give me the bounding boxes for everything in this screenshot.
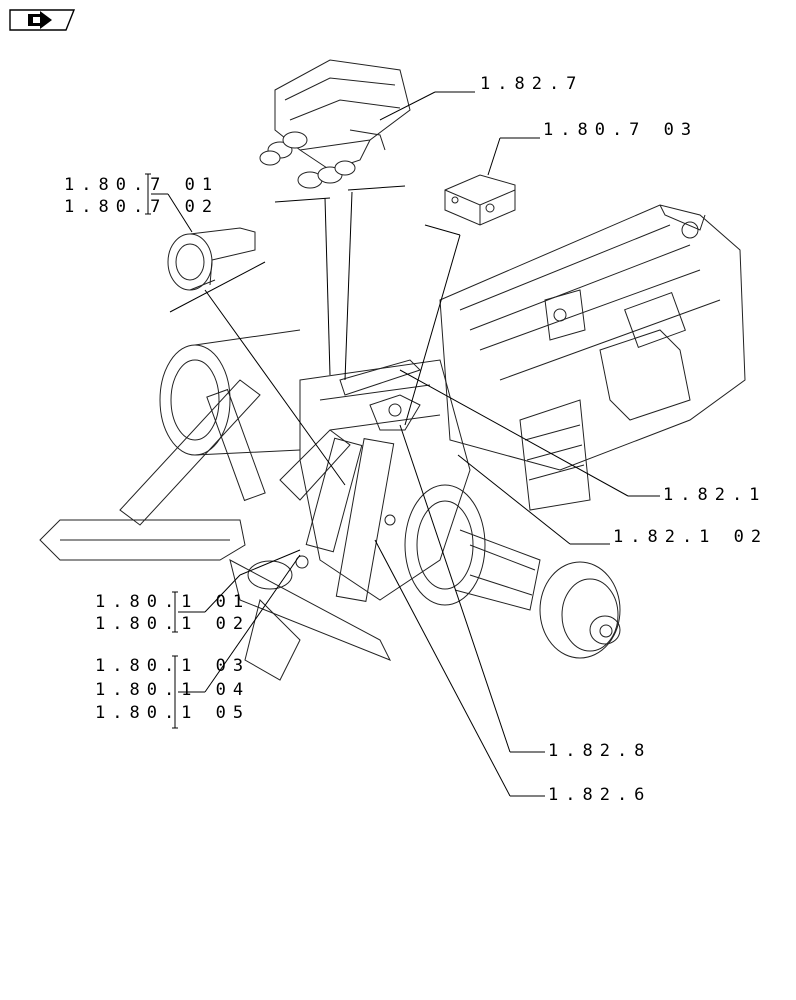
callout-label[interactable]: 1.80.7 02 xyxy=(64,197,220,217)
lift-arm xyxy=(339,359,421,431)
callout-label[interactable]: 1.80.7 03 xyxy=(543,120,699,140)
callout-label[interactable]: 1.80.1 02 xyxy=(95,614,251,634)
callout-label[interactable]: 1.80.1 03 xyxy=(95,656,251,676)
three-point-hitch xyxy=(39,379,396,681)
leader-lines xyxy=(145,91,660,797)
rear-axle-housing xyxy=(299,359,621,659)
callout-label[interactable]: 1.82.8 xyxy=(548,741,652,761)
pto-shaft-gear xyxy=(167,227,256,291)
control-valve xyxy=(444,174,516,226)
callout-label[interactable]: 1.82.7 xyxy=(480,74,584,94)
callout-label[interactable]: 1.82.6 xyxy=(548,785,652,805)
arrow-icon xyxy=(9,9,76,31)
callout-label[interactable]: 1.82.1 xyxy=(663,485,767,505)
nav-arrow-button[interactable] xyxy=(8,8,76,32)
callout-label[interactable]: 1.80.1 05 xyxy=(95,703,251,723)
callout-label[interactable]: 1.80.7 01 xyxy=(64,175,220,195)
callout-label[interactable]: 1.80.1 01 xyxy=(95,592,251,612)
left-axle-flange xyxy=(159,329,301,456)
callout-label[interactable]: 1.80.1 04 xyxy=(95,680,251,700)
remote-valve-block xyxy=(259,59,411,189)
callout-label[interactable]: 1.82.1 02 xyxy=(613,527,769,547)
transmission-housing xyxy=(439,204,746,511)
